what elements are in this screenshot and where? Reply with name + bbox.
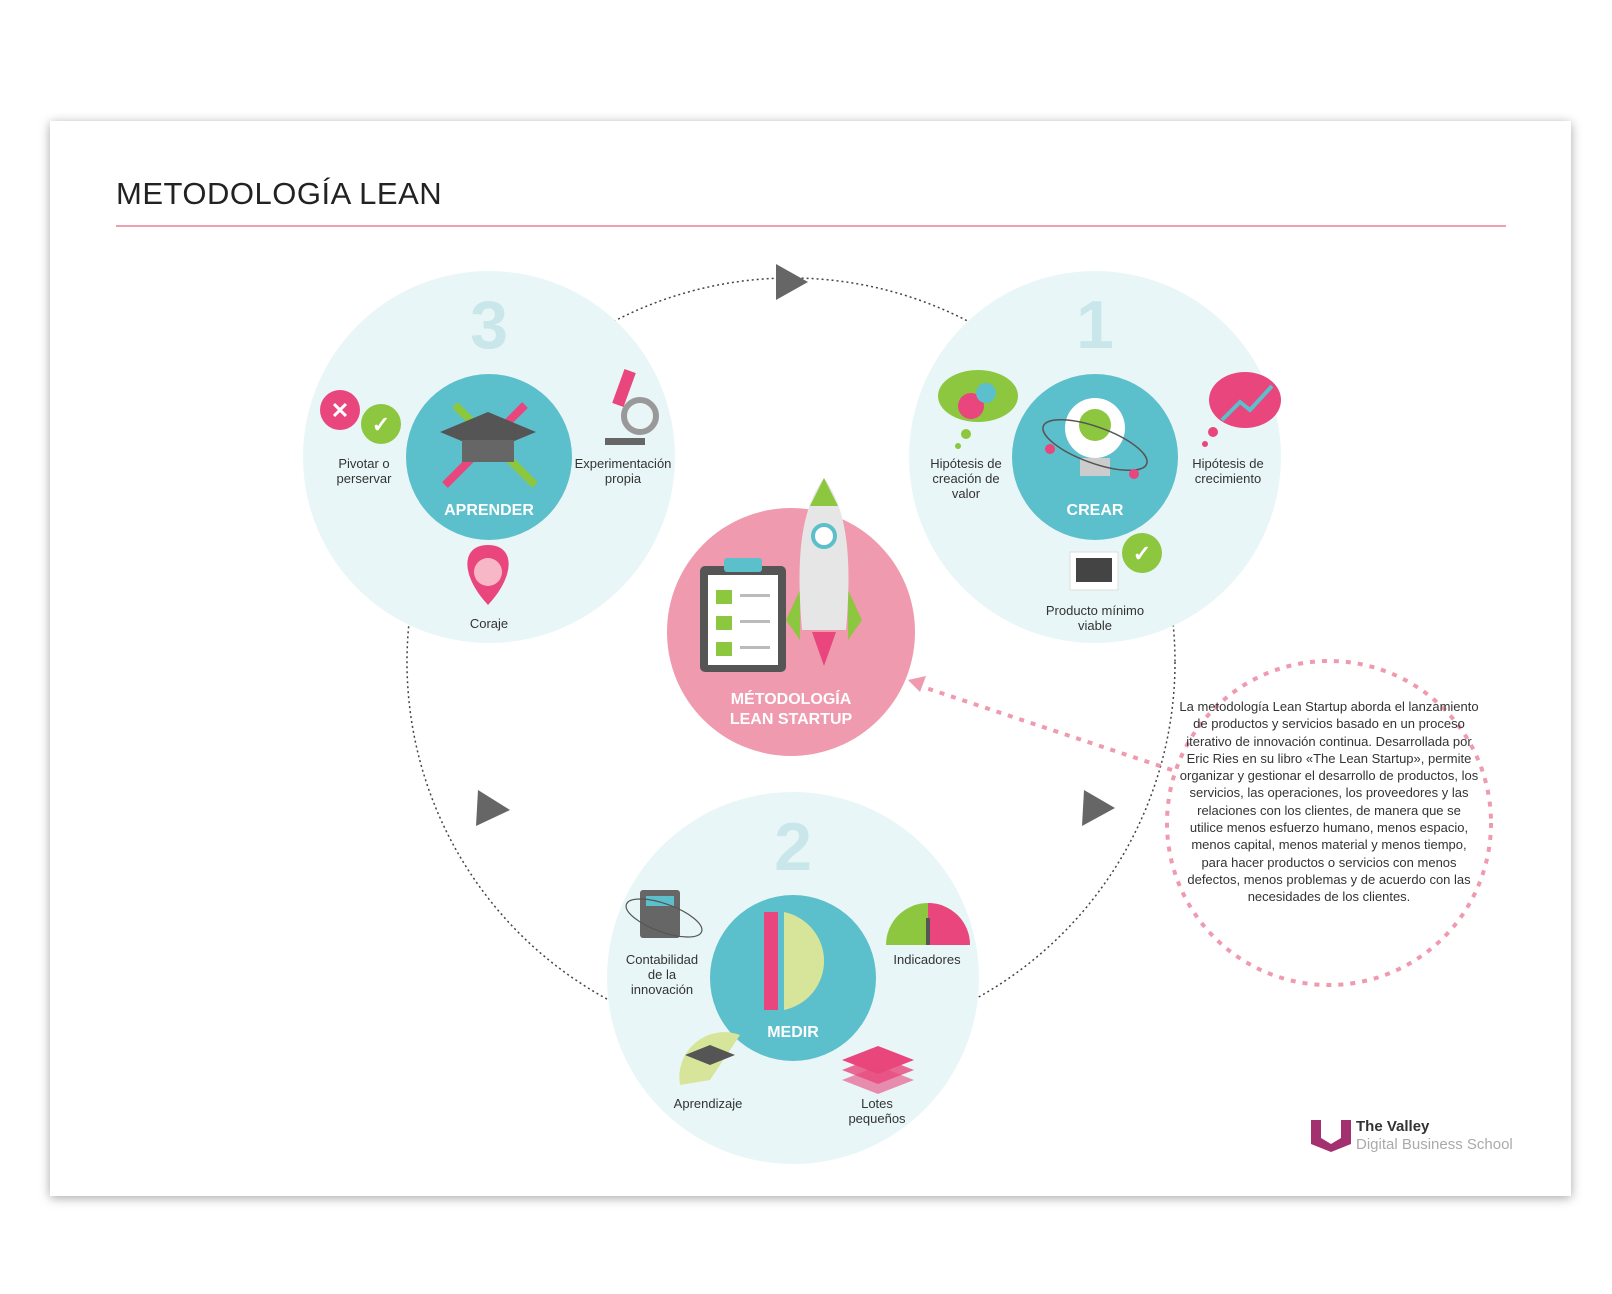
calculator-icon xyxy=(625,890,703,938)
item-contabilidad: Contabilidad de la innovación xyxy=(625,952,699,997)
svg-text:✓: ✓ xyxy=(372,412,390,437)
description-text: La metodología Lean Startup aborda el la… xyxy=(1179,699,1479,905)
barcode-check-icon: ✓ xyxy=(1069,533,1162,591)
growth-cloud-icon xyxy=(1202,372,1281,447)
cycle-ring xyxy=(406,277,1176,1047)
learning-protractor-icon xyxy=(679,1032,740,1085)
item-experimentacion: Experimentación propia xyxy=(574,456,672,486)
logo-subtitle: Digital Business School xyxy=(1356,1136,1513,1153)
item-coraje: Coraje xyxy=(469,616,509,631)
microscope-icon xyxy=(605,369,659,445)
lightbulb-gear-icon xyxy=(1042,398,1148,479)
aprender-label: APRENDER xyxy=(444,502,534,519)
description-circle xyxy=(1165,659,1493,987)
item-producto-minimo: Producto mínimo viable xyxy=(1045,603,1145,633)
center-label-line-1: MÉTODOLOGÍA xyxy=(730,691,852,708)
svg-text:✓: ✓ xyxy=(1133,541,1151,566)
rocket-icon xyxy=(786,478,862,666)
item-hipotesis-crecimiento: Hipótesis de crecimiento xyxy=(1192,456,1264,486)
gauge-icon xyxy=(886,903,970,945)
pivot-icon: ✕✓ xyxy=(320,390,401,444)
stacked-layers-icon xyxy=(842,1046,914,1094)
center-label: MÉTODOLOGÍA LEAN STARTUP xyxy=(711,690,871,730)
svg-text:✕: ✕ xyxy=(331,398,349,423)
center-label-line-2: LEAN STARTUP xyxy=(729,711,853,728)
item-aprendizaje: Aprendizaje xyxy=(673,1096,743,1111)
step-3-number: 3 xyxy=(470,287,508,363)
title-divider xyxy=(116,225,1506,227)
description-pointer xyxy=(919,684,1173,772)
step-1-number: 1 xyxy=(1076,287,1114,363)
arrow-top xyxy=(776,264,808,300)
item-indicadores: Indicadores xyxy=(893,952,961,967)
item-lotes: Lotes pequeños xyxy=(848,1096,906,1126)
money-cloud-icon xyxy=(938,370,1018,449)
arrow-left xyxy=(476,790,510,826)
lion-icon xyxy=(467,545,509,605)
logo-name: The Valley xyxy=(1356,1118,1430,1135)
graduation-cap-icon xyxy=(440,402,538,488)
clipboard-icon xyxy=(700,558,786,672)
crear-label: CREAR xyxy=(1066,502,1124,519)
arrow-right xyxy=(1082,790,1115,826)
the-valley-logo-icon xyxy=(1311,1120,1351,1152)
ruler-protractor-icon xyxy=(764,912,825,1010)
medir-label: MEDIR xyxy=(767,1024,819,1041)
step-2-number: 2 xyxy=(774,809,812,885)
item-pivotar: Pivotar o perservar xyxy=(336,456,392,486)
page-title: METODOLOGÍA LEAN xyxy=(116,176,443,211)
item-hipotesis-valor: Hipótesis de creación de valor xyxy=(930,456,1002,501)
pointer-arrowhead xyxy=(908,676,926,692)
